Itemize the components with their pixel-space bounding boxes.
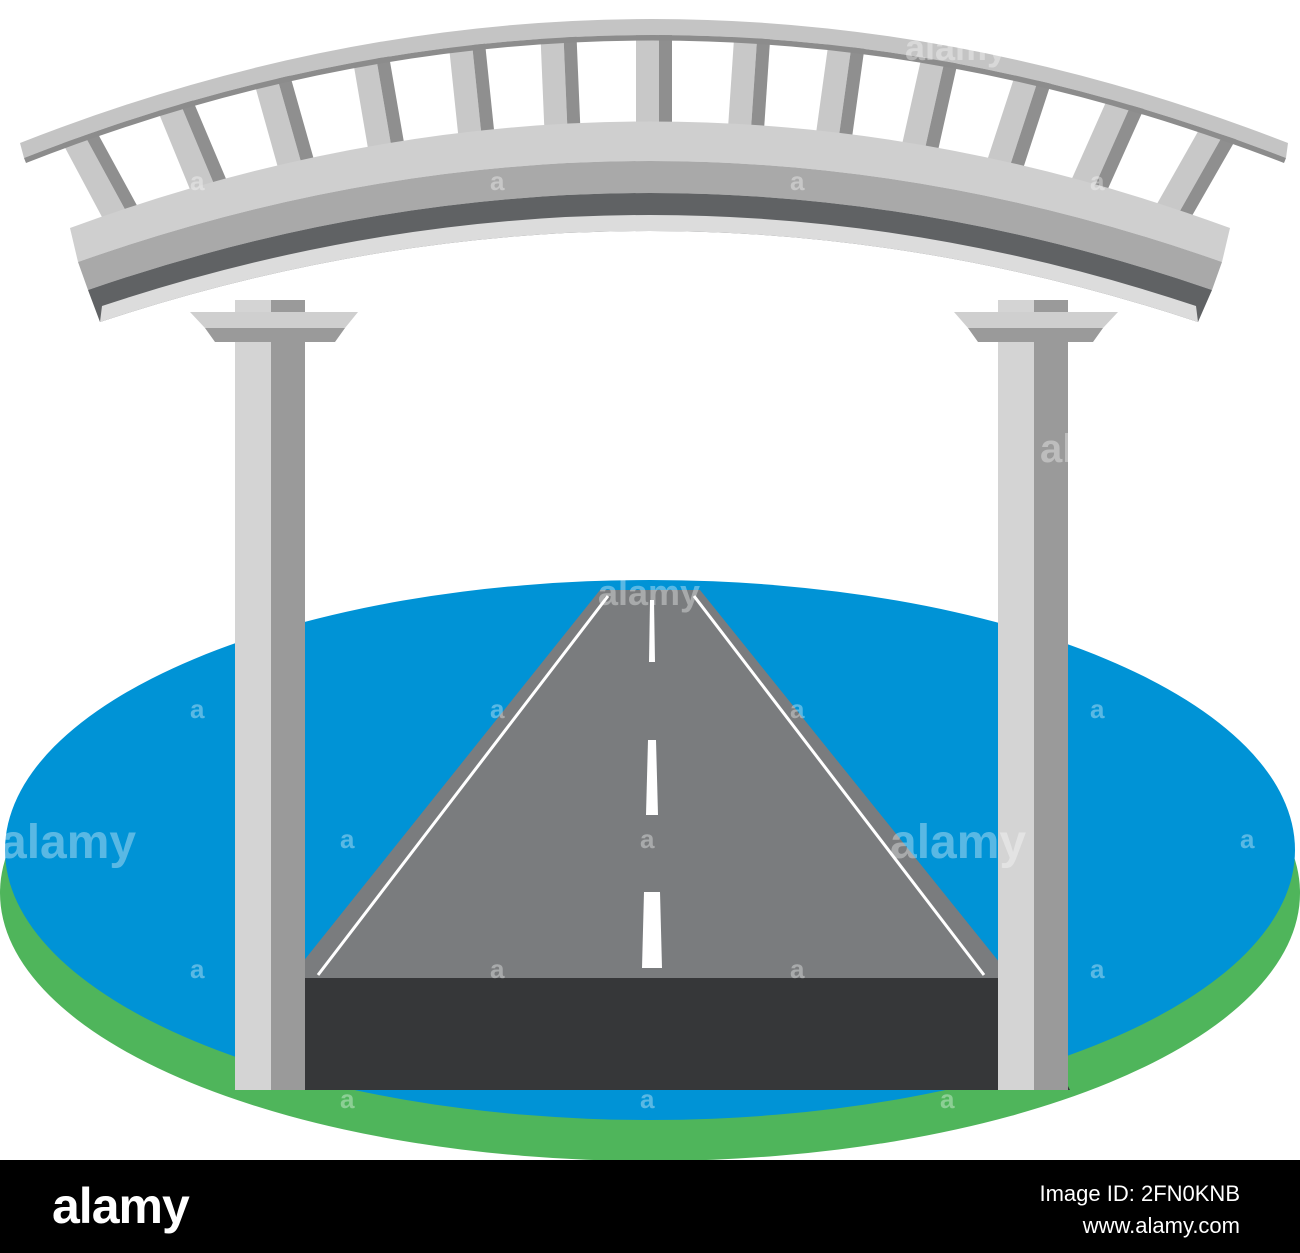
left-pillar-front [235, 300, 271, 1090]
watermark: alamy alamy alamy alamy alamy a a a a a … [0, 27, 1255, 1114]
site-url-text: www.alamy.com [1082, 1213, 1240, 1238]
watermark-letter: a [640, 824, 655, 854]
right-pillar-front [998, 300, 1034, 1090]
watermark-letter: a [190, 694, 205, 724]
watermark-letter: a [1090, 954, 1105, 984]
watermark-text: alamy [1040, 427, 1154, 471]
road-edge [235, 978, 1070, 1090]
watermark-letter: a [1240, 824, 1255, 854]
bridge-illustration: alamy alamy alamy alamy alamy a a a a a … [0, 19, 1300, 1160]
watermark-text: alamy [905, 27, 1007, 68]
watermark-letter: a [790, 954, 805, 984]
watermark-text: alamy [0, 816, 136, 869]
arch-beam-underside [100, 215, 1198, 322]
road-dash [646, 740, 658, 815]
watermark-letter: a [940, 1084, 955, 1114]
left-pillar-cap [190, 312, 358, 328]
watermark-text: alamy [598, 572, 700, 613]
road-left-line [316, 595, 610, 976]
arch-beam-mid [78, 161, 1222, 290]
arch-beam-bottom [88, 193, 1212, 322]
watermark-letter: a [1090, 694, 1105, 724]
left-pillar-cap-shade [205, 328, 345, 342]
stock-footer-bar [0, 1160, 1300, 1253]
top-rail-shade [24, 35, 1286, 163]
watermark-letter: a [340, 824, 355, 854]
road-dash [649, 600, 655, 662]
watermark-letter: a [790, 166, 805, 196]
watermark-letter: a [790, 694, 805, 724]
watermark-letter: a [190, 954, 205, 984]
road-dash [642, 892, 662, 968]
right-pillar-side [1034, 300, 1068, 1090]
road-right-line [692, 595, 986, 976]
watermark-letter: a [640, 1084, 655, 1114]
left-pillar-side [271, 300, 305, 1090]
watermark-letter: a [490, 166, 505, 196]
top-rail [20, 19, 1288, 158]
alamy-logo: alamy [52, 1178, 190, 1234]
image-id-text: Image ID: 2FN0KNB [1039, 1181, 1240, 1206]
arch-beam-top [70, 121, 1230, 262]
watermark-letter: a [190, 166, 205, 196]
watermark-letter: a [490, 694, 505, 724]
watermark-letter: a [1090, 166, 1105, 196]
railing-posts [62, 20, 1236, 232]
watermark-letter: a [490, 954, 505, 984]
watermark-letter: a [340, 1084, 355, 1114]
right-pillar-cap [954, 312, 1118, 328]
watermark-text: alamy [890, 816, 1026, 869]
right-pillar-cap-shade [968, 328, 1103, 342]
